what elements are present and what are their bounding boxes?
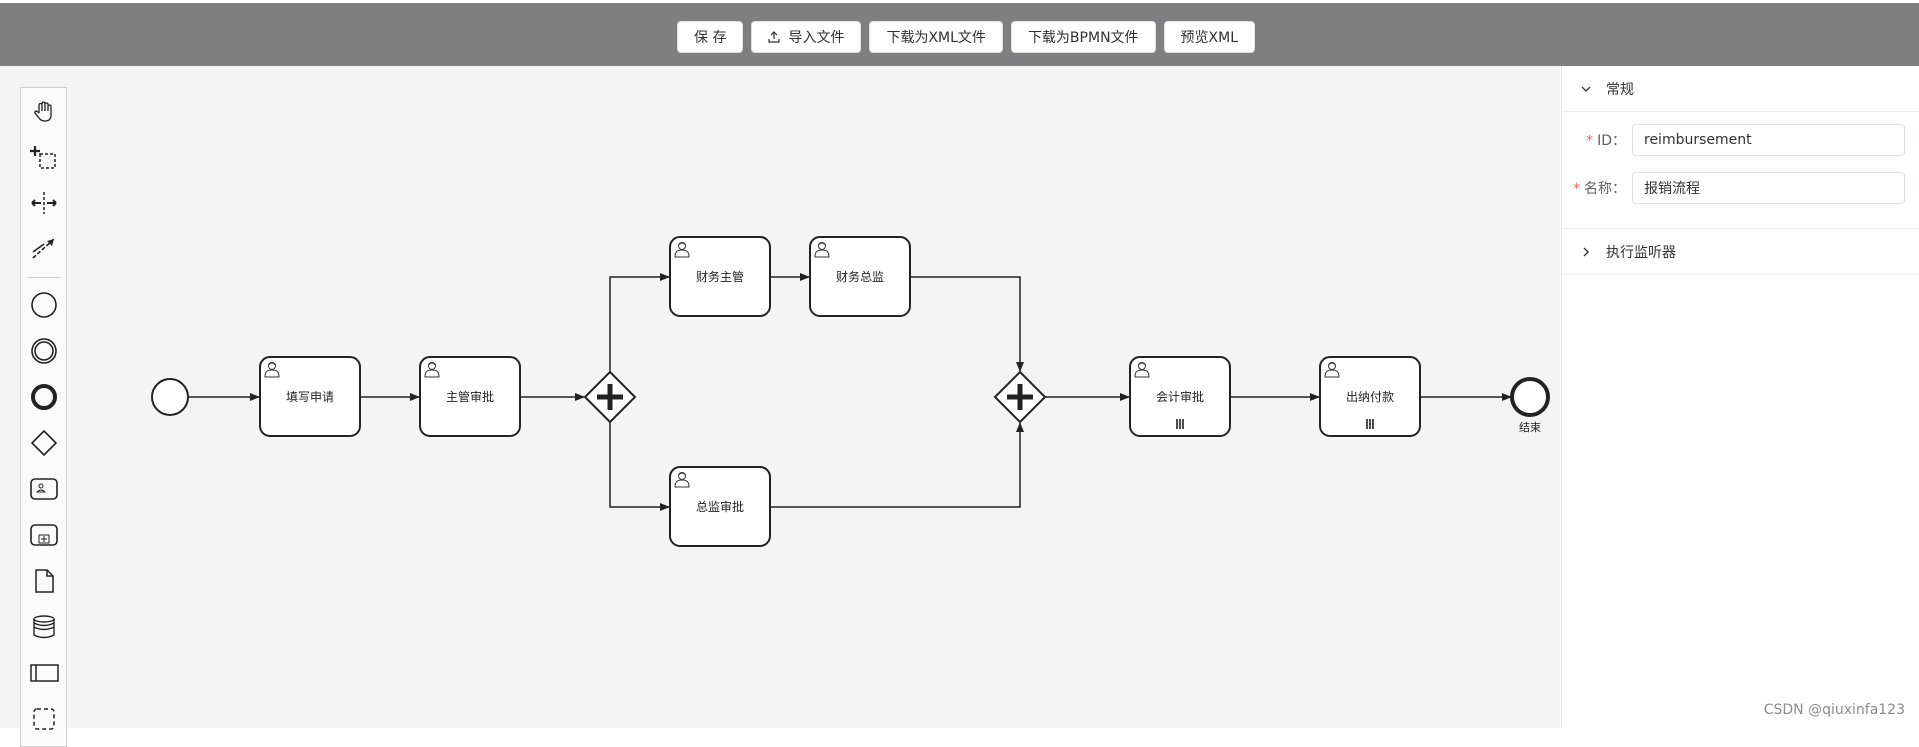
id-input[interactable] xyxy=(1632,124,1905,156)
task-label: 出纳付款 xyxy=(1346,390,1394,404)
flow-gateway-to-finance-manager[interactable] xyxy=(609,273,670,372)
id-label-text: ID： xyxy=(1597,133,1626,149)
lasso-tool-icon[interactable] xyxy=(29,143,59,173)
flow-director-to-join[interactable] xyxy=(771,422,1024,508)
general-section-title: 常规 xyxy=(1606,81,1634,98)
flow-gateway-to-director[interactable] xyxy=(609,422,670,511)
required-mark: * xyxy=(1586,133,1594,149)
end-event-label: 结束 xyxy=(1519,421,1541,434)
properties-panel: 常规 *ID： *名称： 执行监听器 xyxy=(1561,66,1919,728)
task-icon[interactable] xyxy=(29,474,59,504)
parallel-gateway-join[interactable] xyxy=(993,370,1047,424)
task-label: 总监审批 xyxy=(696,499,744,514)
data-object-icon[interactable] xyxy=(29,566,59,596)
connect-tool-icon[interactable] xyxy=(29,233,59,263)
multi-instance-icon xyxy=(1176,419,1184,429)
name-label: *名称： xyxy=(1562,178,1632,198)
listener-section-header[interactable]: 执行监听器 xyxy=(1562,229,1919,275)
id-label: *ID： xyxy=(1562,130,1632,150)
task-cashier-pay[interactable]: 出纳付款 xyxy=(1319,356,1421,437)
subprocess-icon[interactable] xyxy=(29,520,59,550)
task-label: 填写申请 xyxy=(286,390,334,404)
start-event-icon[interactable] xyxy=(29,290,59,320)
listener-section-title: 执行监听器 xyxy=(1606,244,1676,261)
download-xml-label: 下载为XML文件 xyxy=(886,30,986,46)
import-label: 导入文件 xyxy=(788,30,845,46)
multi-instance-icon xyxy=(1366,419,1374,429)
palette xyxy=(20,87,67,747)
preview-xml-button[interactable]: 预览XML xyxy=(1163,21,1256,53)
data-store-icon[interactable] xyxy=(29,612,59,642)
gateway-icon[interactable] xyxy=(29,428,59,458)
download-bpmn-label: 下载为BPMN文件 xyxy=(1027,30,1139,46)
task-supervisor-approve[interactable]: 主管审批 xyxy=(419,356,521,437)
task-label: 主管审批 xyxy=(446,389,494,404)
start-event[interactable] xyxy=(151,378,189,416)
task-fill-apply[interactable]: 填写申请 xyxy=(259,356,361,437)
end-event[interactable] xyxy=(1510,377,1550,417)
toolbar-buttons: 保 存 导入文件 下载为XML文件 下载为BPMN文件 预览XML xyxy=(677,21,1256,53)
watermark: CSDN @qiuxinfa123 xyxy=(1763,702,1905,718)
end-event-icon[interactable] xyxy=(29,382,59,412)
space-tool-icon[interactable] xyxy=(29,188,59,218)
download-bpmn-button[interactable]: 下载为BPMN文件 xyxy=(1010,21,1156,53)
name-input[interactable] xyxy=(1632,172,1905,204)
sequence-flows xyxy=(188,273,1512,511)
flow-finance-director-to-join[interactable] xyxy=(911,276,1024,372)
preview-xml-label: 预览XML xyxy=(1180,30,1239,46)
parallel-gateway-split[interactable] xyxy=(583,370,637,424)
upload-icon xyxy=(768,31,781,43)
group-icon[interactable] xyxy=(29,704,59,734)
intermediate-event-icon[interactable] xyxy=(29,336,59,366)
task-label: 财务主管 xyxy=(696,269,744,284)
task-finance-manager[interactable]: 财务主管 xyxy=(669,236,771,317)
task-accounting-approve[interactable]: 会计审批 xyxy=(1129,356,1231,437)
chevron-down-icon xyxy=(1580,83,1594,95)
task-label: 财务总监 xyxy=(836,269,884,284)
hand-tool-icon[interactable] xyxy=(29,97,59,127)
download-xml-button[interactable]: 下载为XML文件 xyxy=(869,21,1003,53)
import-file-button[interactable]: 导入文件 xyxy=(751,21,862,53)
chevron-right-icon xyxy=(1580,246,1594,258)
general-section-body: *ID： *名称： xyxy=(1562,112,1919,229)
required-mark: * xyxy=(1573,181,1580,197)
task-director-approve[interactable]: 总监审批 xyxy=(669,466,771,547)
task-label: 会计审批 xyxy=(1156,389,1204,404)
task-finance-director[interactable]: 财务总监 xyxy=(809,236,911,317)
save-label: 保 存 xyxy=(694,30,727,46)
pool-icon[interactable] xyxy=(29,658,59,688)
top-toolbar: 保 存 导入文件 下载为XML文件 下载为BPMN文件 预览XML xyxy=(0,0,1919,66)
palette-separator xyxy=(27,277,61,278)
save-button[interactable]: 保 存 xyxy=(677,21,744,53)
name-label-text: 名称： xyxy=(1584,181,1626,197)
bpmn-diagram: 结束 填写申请 主管审批 财务主管 财务总监 总监审批 会计审批 出纳付款 xyxy=(151,236,1550,547)
general-section-header[interactable]: 常规 xyxy=(1562,66,1919,112)
